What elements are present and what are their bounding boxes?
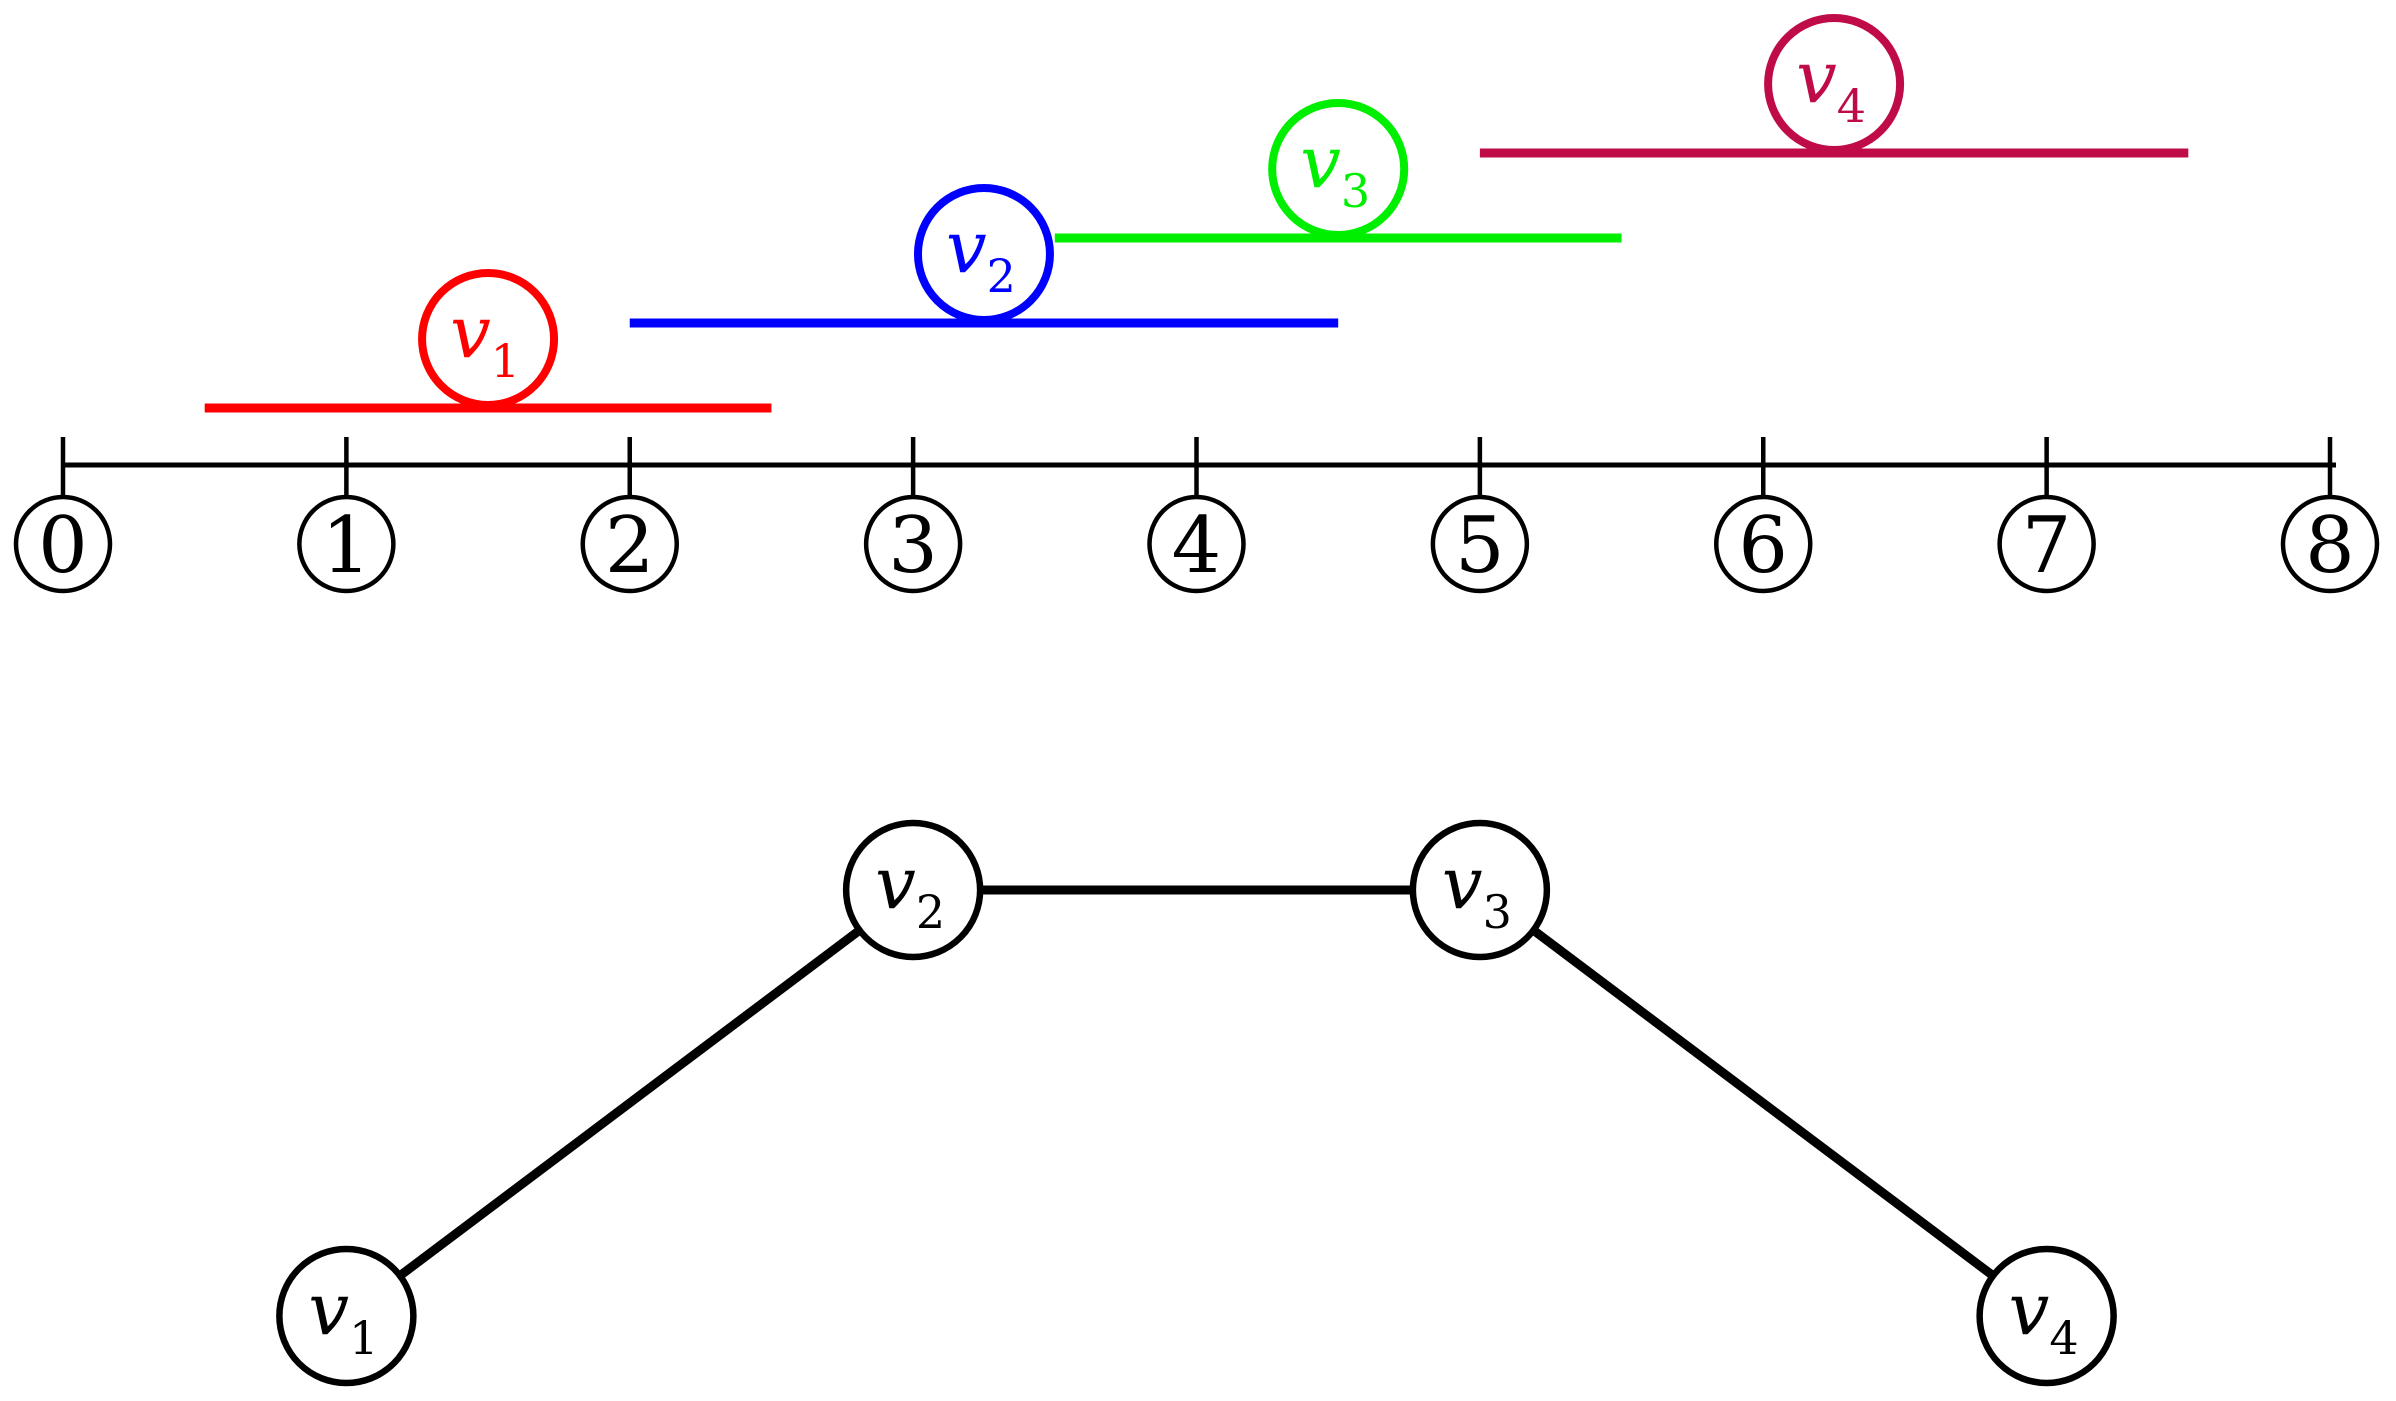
tick-label-circle-5 [1430,494,1530,594]
tick-label-circle-2 [580,494,679,594]
interval-v3-label: v3 [1300,120,1370,218]
graph-node-v2 [842,819,984,961]
tick-label-5: 5 [1455,501,1505,591]
tick-label-1: 1 [322,501,372,591]
interval-v1-label: v1 [450,290,520,388]
tick-label-6: 6 [1738,501,1788,591]
graph-node-v3 [1409,819,1551,961]
graph-node-label-v3: v3 [1442,841,1512,939]
graph-node-label-v1: v1 [308,1267,378,1365]
tick-label-circle-0 [13,494,113,594]
graph-edge-v3-v4 [1477,886,2050,1320]
tick-label-circle-4 [1147,494,1246,594]
graph-node-v4 [1976,1245,2117,1387]
interval-v3-label-circle [1268,99,1409,239]
tick-label-0: 0 [38,501,88,591]
tick-label-circle-7 [1997,494,2096,594]
graph-node-v1 [276,1245,417,1387]
interval-v4-label: v4 [1796,35,1866,133]
tick-label-circle-1 [297,494,396,594]
tick-label-3: 3 [888,501,938,591]
graph-node-label-v4: v4 [2009,1267,2079,1365]
tick-label-2: 2 [605,501,655,591]
interval-v4-label-circle [1764,14,1905,154]
tick-label-circle-6 [1714,494,1813,594]
tick-label-7: 7 [2022,501,2072,591]
interval-v2-label: v2 [946,205,1016,303]
interval-v1-label-circle [418,269,559,409]
tick-label-circle-3 [863,494,963,594]
tick-label-8: 8 [2305,501,2355,591]
graph-node-label-v2: v2 [875,841,945,939]
graph-edge-v1-v2 [343,886,916,1320]
interval-v2-label-circle [913,184,1054,324]
tick-label-4: 4 [1172,501,1222,591]
tick-label-circle-8 [2280,494,2380,594]
